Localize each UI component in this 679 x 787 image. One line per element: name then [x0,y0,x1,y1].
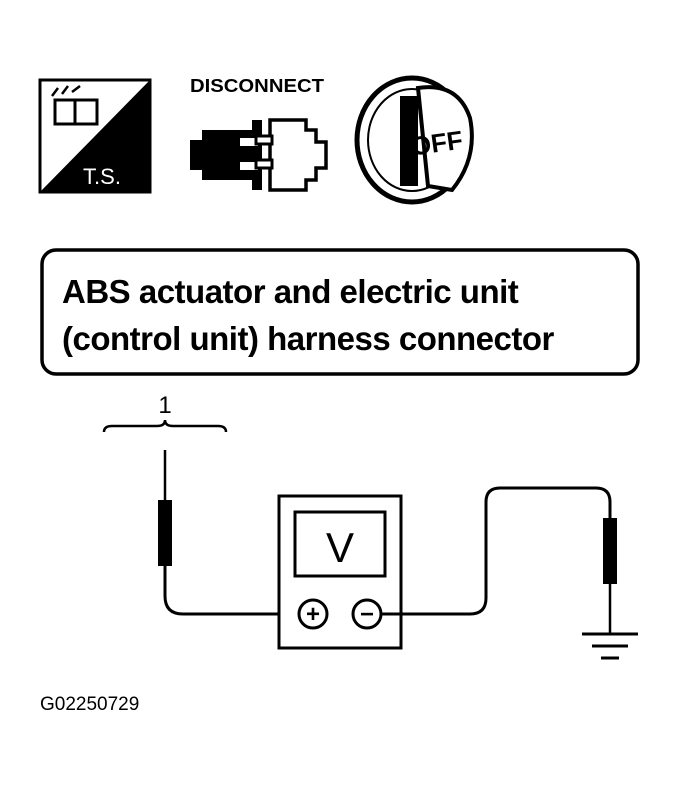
ignition-off-icon: OFF [354,75,474,205]
disconnect-label: DISCONNECT [190,76,324,96]
terminal-bracket [102,419,228,433]
terminal-number: 1 [158,392,171,419]
positive-terminal [297,598,329,630]
ts-icon: T.S. [38,78,152,194]
caption-line-2: (control unit) harness connector [62,320,555,357]
meter-unit-label: V [326,524,354,571]
figure-id: G02250729 [40,694,139,715]
connector-caption-box: ABS actuator and electric unit (control … [40,248,640,376]
positive-probe [158,450,297,616]
negative-symbol: − [360,601,374,628]
voltmeter: V + − [277,494,403,650]
caption-line-1: ABS actuator and electric unit [62,273,519,310]
positive-symbol: + [306,601,320,628]
negative-lead [381,486,617,634]
ts-label: T.S. [83,164,121,189]
ground-icon [582,632,638,660]
off-label: OFF [409,125,465,162]
disconnect-icon: DISCONNECT [190,76,328,192]
